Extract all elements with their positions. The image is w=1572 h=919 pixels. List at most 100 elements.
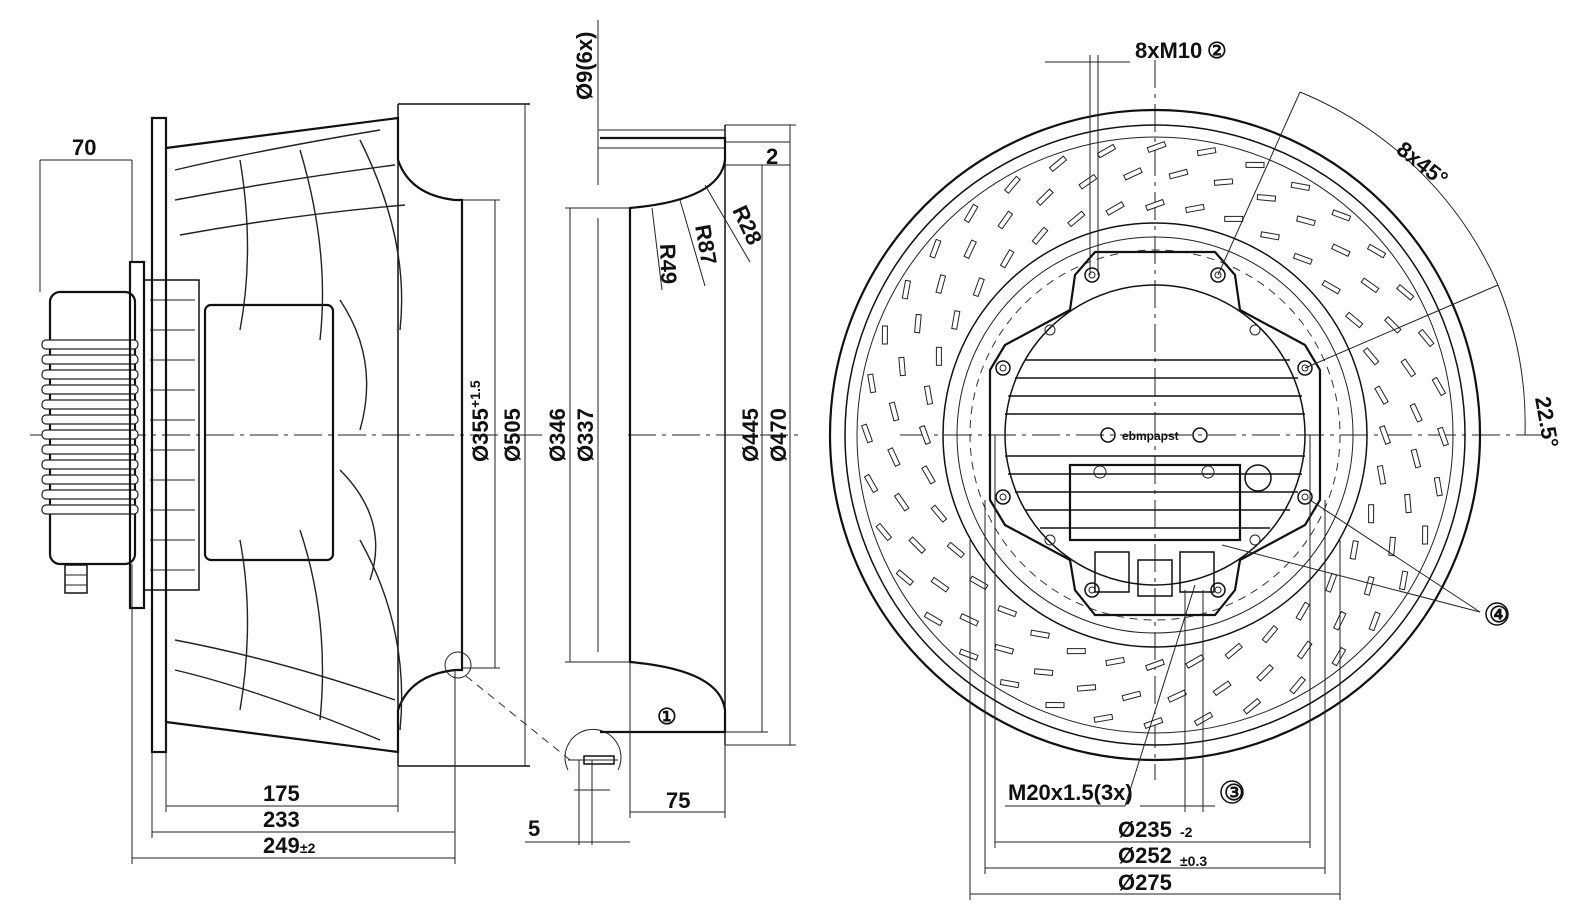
dim-252: Ø252 ±0.3 [984, 500, 1326, 874]
blade-slot [1400, 358, 1417, 378]
dim-355-label: Ø355 [468, 408, 493, 462]
detail-view [564, 728, 622, 845]
blade-slot [994, 643, 1015, 655]
blade-slot [898, 356, 906, 377]
blade-slot [969, 575, 989, 591]
r49-label: R49 [655, 243, 681, 284]
blade-slot [1325, 572, 1338, 593]
dim-233: 233 [151, 670, 456, 864]
blade-slot [1036, 188, 1054, 207]
blade-slot [1398, 570, 1409, 591]
dim-249-tol: ±2 [300, 840, 316, 856]
blade-slot [1349, 540, 1359, 560]
blade-slot [1261, 624, 1279, 644]
blade-slot [1096, 143, 1117, 159]
dim-m20-label: M20x1.5(3x) [1008, 780, 1133, 805]
dim-233-label: 233 [263, 807, 300, 832]
blade-slot [1433, 476, 1443, 497]
gland-1 [1094, 551, 1130, 593]
dim-175: 175 [165, 722, 399, 812]
motor-housing [48, 290, 137, 566]
blade-slot [1344, 311, 1364, 329]
dim-470-label: Ø470 [766, 408, 791, 462]
r28-label: R28 [727, 202, 767, 249]
motor-front-fins [1005, 359, 1305, 529]
flange-plate [143, 279, 200, 591]
blade-slot [1378, 425, 1392, 445]
blade-slot [1212, 680, 1232, 697]
dim-235: Ø235 -2 [994, 435, 1311, 848]
blade-slot [1146, 140, 1167, 154]
front-view: ebmpapst 8xM10 ② 8x45° 22.5° ④ [828, 38, 1564, 900]
callout-2: ② [1207, 38, 1227, 63]
blade-slot [1145, 658, 1165, 672]
blade-slot [959, 613, 980, 627]
dim-445: Ø445 [725, 165, 768, 733]
blade-slot [901, 279, 912, 300]
dim-m20: M20x1.5(3x) [1005, 584, 1196, 807]
blade-slot [951, 310, 961, 330]
blade-slot [1045, 702, 1065, 709]
outer-ring [828, 108, 1482, 762]
blade-slot [963, 239, 977, 260]
blade-slot [1431, 376, 1447, 397]
blade-slot [1067, 210, 1086, 228]
blade-slot [1295, 601, 1311, 621]
blade-slot [999, 249, 1015, 269]
blade-slot [895, 569, 914, 587]
dim-75-label: 75 [666, 788, 690, 813]
blade-slot [1321, 279, 1341, 295]
dim-235-tol: -2 [1180, 824, 1193, 840]
blade-slot [923, 611, 944, 627]
dim-hole: Ø9(6x) [572, 20, 725, 185]
blade-slot [1366, 243, 1387, 259]
dim-337-label: Ø337 [573, 408, 598, 462]
blade-slot [1290, 181, 1311, 192]
blade-slot [1374, 385, 1389, 405]
dim-m10: 8xM10 ② [1045, 38, 1227, 275]
blade-slot [930, 504, 948, 523]
brand-logo: ebmpapst [1122, 429, 1179, 443]
dim-249: 249 ±2 [131, 564, 455, 864]
callout-3-group: ③ [1140, 590, 1244, 812]
angle-45-label: 8x45° [1392, 136, 1453, 191]
blade-slot [1213, 178, 1234, 186]
dim-hole-label: Ø9(6x) [572, 32, 597, 100]
blade-slot [929, 238, 942, 259]
callout-3: ③ [1224, 780, 1244, 805]
dim-337: Ø337 [573, 218, 599, 652]
blade-slot [935, 346, 942, 366]
blade-slot [1396, 283, 1415, 301]
blade-slot [914, 313, 922, 334]
blade-slot [1093, 713, 1114, 723]
dim-275: Ø275 [969, 540, 1341, 900]
impeller-shroud [165, 116, 464, 754]
blade-slot [997, 210, 1014, 230]
blade-slot [1256, 663, 1274, 682]
blade-slot [999, 678, 1020, 689]
blade-slot [1078, 173, 1098, 190]
blade-slot [1076, 684, 1097, 692]
mounting-holes [995, 267, 1313, 598]
callout-1: ① [657, 704, 677, 729]
blade-slot [1224, 642, 1243, 660]
dim-346-label: Ø346 [545, 408, 570, 462]
blade-slot [875, 522, 893, 542]
blade-slot [1331, 209, 1352, 222]
blade-slot [963, 203, 979, 224]
dim-5: 5 [525, 816, 630, 843]
side-view: 70 Ø355 +1.5 Ø505 175 233 [30, 103, 630, 864]
blade-slot [1048, 155, 1068, 173]
blade-slot [923, 385, 934, 405]
blade-slot [1196, 147, 1217, 157]
blade-slot [1031, 226, 1049, 246]
gland-2 [1137, 559, 1173, 597]
blade-slot [1245, 161, 1265, 168]
blade-slot [1033, 668, 1054, 676]
blade-slot [1121, 690, 1142, 702]
blade-slot [1410, 448, 1422, 469]
angle-22-5-label: 22.5° [1530, 395, 1564, 450]
dim-275-label: Ø275 [1118, 870, 1172, 895]
cable-gland [64, 564, 88, 594]
blade-slot [1168, 168, 1189, 180]
